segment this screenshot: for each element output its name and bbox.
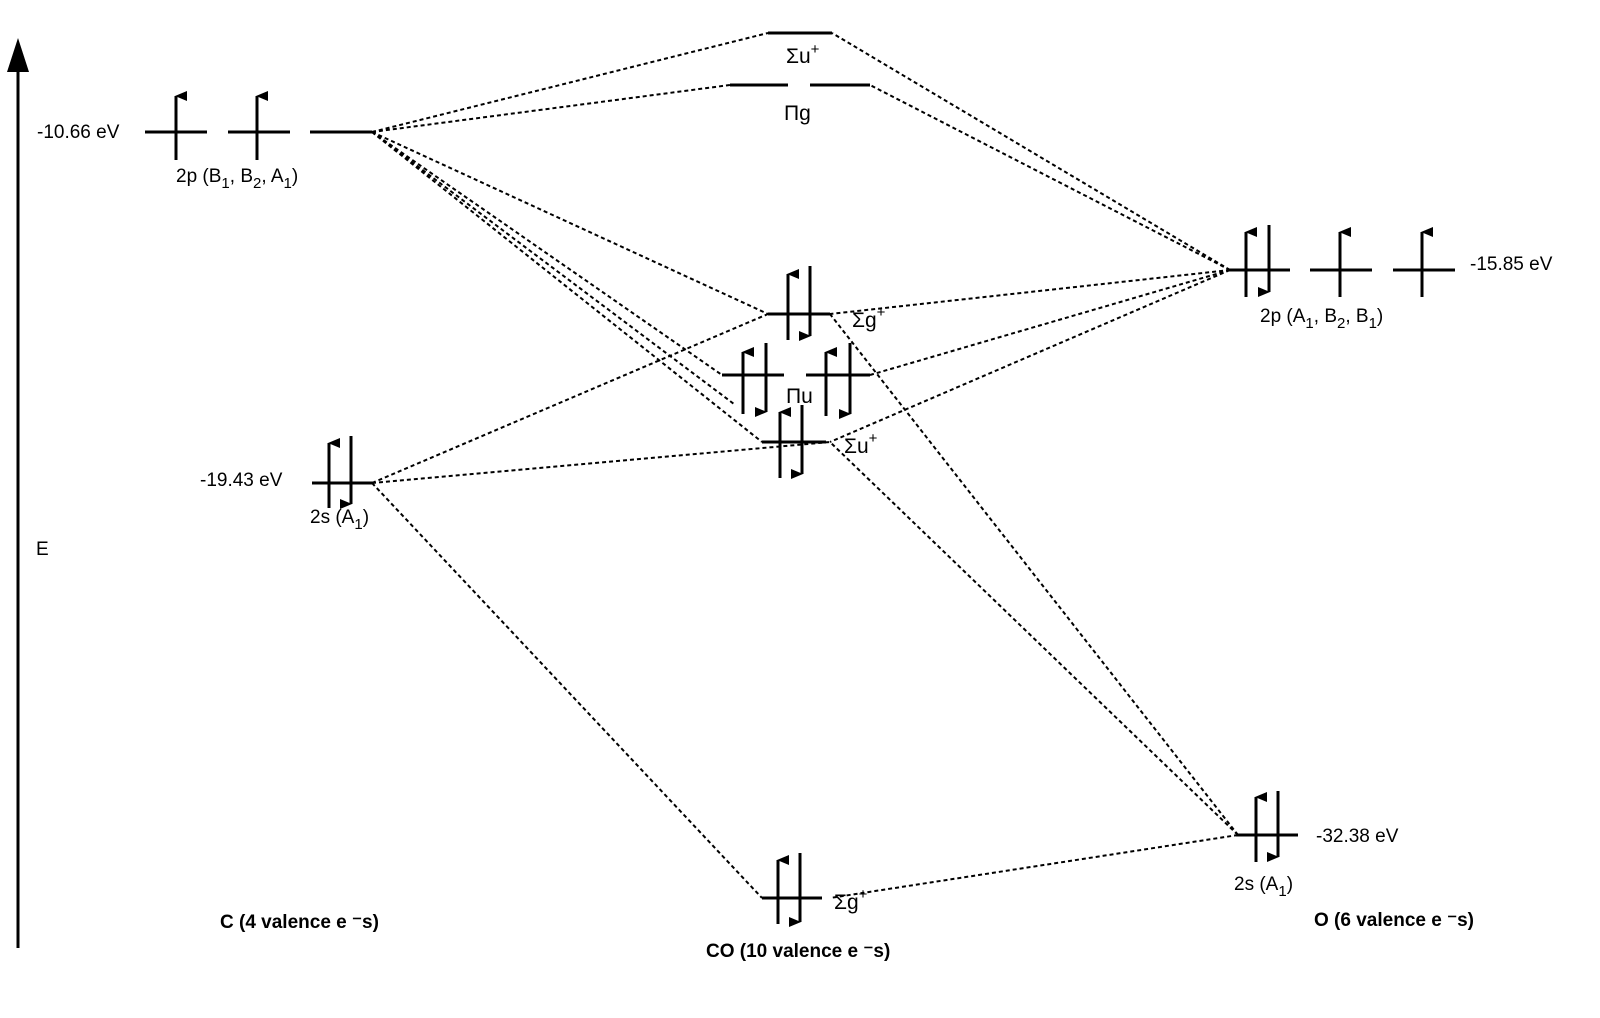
conn-o2p-sigma-g-upper [829,269,1231,315]
c-2s-label: 2s (A1) [310,507,369,533]
conn-o2s-sigma-g-lower [829,834,1239,899]
conn-o2p-pi-u [869,269,1231,376]
conn-c2s-sigma-u-lower [371,441,831,484]
conn-c2p-sigma-g-upper [371,131,769,315]
oxygen-title: O (6 valence e ⁻s) [1314,910,1474,931]
conn-o2s-sigma-u-lower [829,441,1239,836]
carbon-orbitals: -10.66 eV 2p (B1, B2, A1) -19.43 eV 2s (… [37,91,379,933]
c-2p-energy: -10.66 eV [37,122,120,143]
o-2s-energy: -32.38 eV [1316,826,1399,847]
mo-pi-g-label: Πg [784,102,811,125]
energy-axis: E [7,38,49,948]
axis-arrowhead-icon [7,38,29,72]
conn-c2s-sigma-g-upper [371,313,769,484]
conn-c2p-pi-u-a [371,131,723,376]
conn-c2p-sigma-u-lower [371,131,735,405]
o-2p-energy: -15.85 eV [1470,254,1553,275]
conn-o2p-sigma-u-lower [829,269,1231,443]
molecule-title: CO (10 valence e ⁻s) [706,941,890,962]
orbital-correlation-lines [371,32,1239,899]
conn-c2s-sigma-g-lower [371,482,763,899]
conn-o2s-sigma-g-upper [829,313,1239,836]
carbon-title: C (4 valence e ⁻s) [220,912,379,933]
c-2p-label: 2p (B1, B2, A1) [176,166,298,192]
mo-sigma-u-lower-label: Σu+ [844,430,878,458]
mo-sigma-u-star-label: Σu+ [786,41,820,68]
conn-o2p-sigma-u-star [831,32,1231,271]
conn-c2p-pi-g [371,84,731,133]
conn-c2p-sigma-u-star [371,32,769,133]
o-2p-label: 2p (A1, B2, B1) [1260,306,1383,332]
mo-sigma-g-upper-label: Σg+ [852,304,886,332]
mo-sigma-g-lower-label: Σg+ [834,886,868,914]
axis-label: E [36,539,49,560]
o-2s-label: 2s (A1) [1234,874,1293,900]
molecular-orbitals: Σu+ Πg Σg+ Πu Σu+ Σg+ CO (10 valence e ⁻… [706,31,890,962]
c-2s-energy: -19.43 eV [200,470,283,491]
oxygen-orbitals: -15.85 eV 2p (A1, B2, B1) -32.38 eV 2s (… [1228,225,1553,931]
conn-c2p-pi-u-b [371,131,763,443]
conn-o2p-pi-g [869,84,1231,271]
mo-pi-u-label: Πu [786,385,813,408]
